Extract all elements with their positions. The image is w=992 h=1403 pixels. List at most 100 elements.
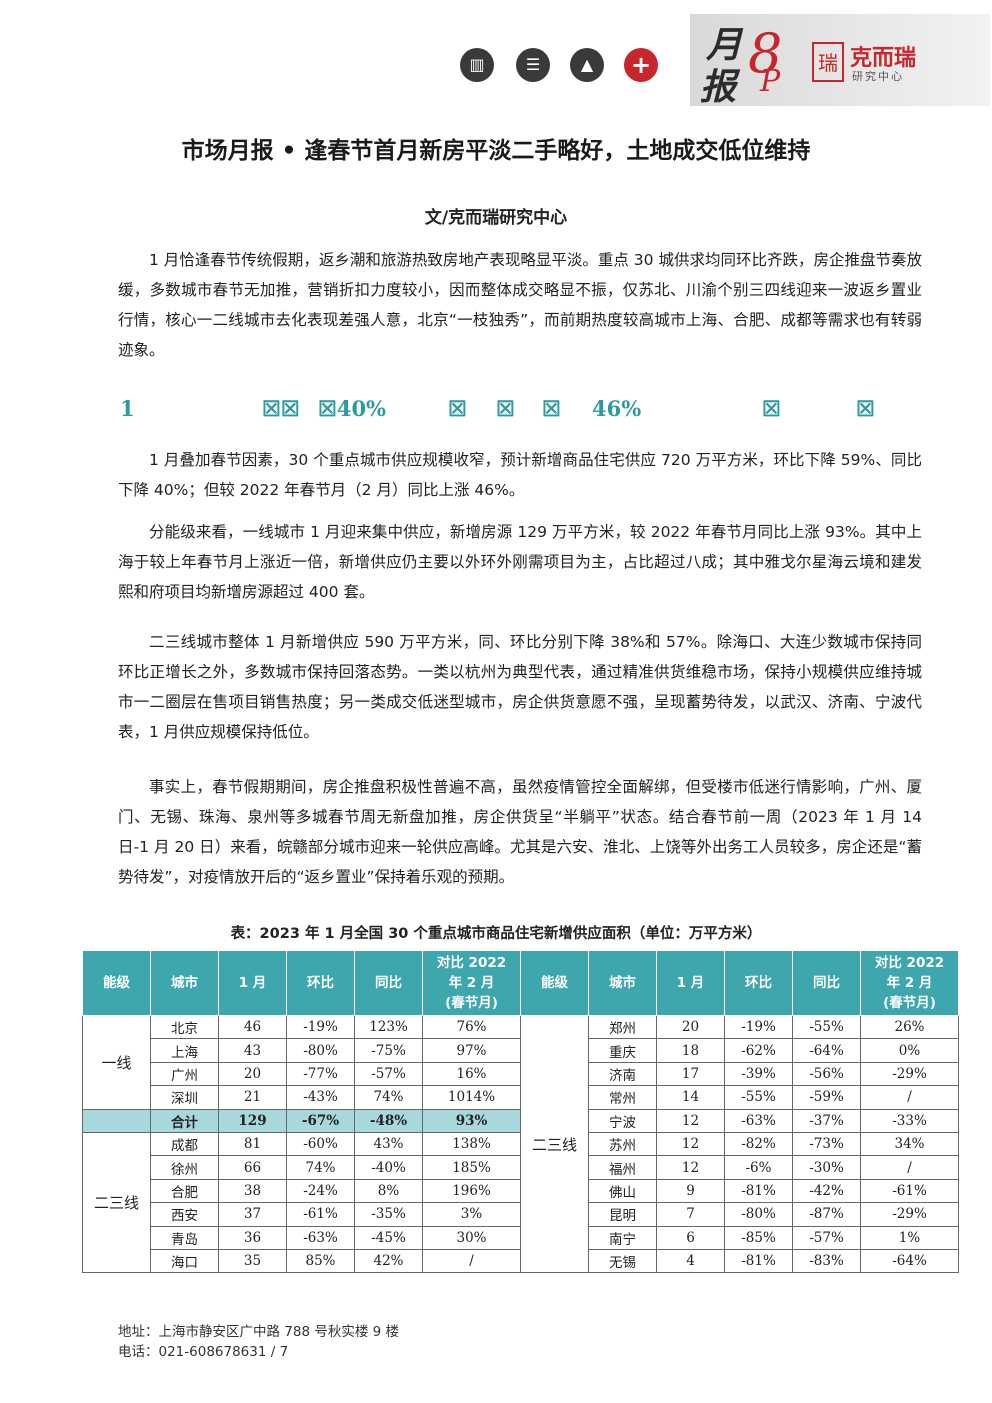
col-header-compare: 对比 2022 年 2 月 (春节月)	[422, 950, 521, 1016]
cell-city: 合肥	[150, 1178, 219, 1204]
cell-vs-2022: 138%	[422, 1131, 521, 1157]
cell-vs-2022: 0%	[860, 1038, 959, 1063]
cell-yoy: -73%	[792, 1131, 861, 1157]
cell-mom: -24%	[286, 1178, 355, 1204]
cell-vs-2022: 185%	[422, 1155, 521, 1180]
people-icon: ☰	[516, 48, 550, 82]
table-caption: 表：2023 年 1 月全国 30 个重点城市商品住宅新增供应面积（单位：万平方…	[230, 926, 762, 942]
col-header-line: 对比 2022	[436, 955, 507, 971]
cell-vs-2022: 3%	[422, 1202, 521, 1227]
cell-yoy: -30%	[792, 1155, 861, 1180]
cell-jan: 36	[218, 1225, 287, 1250]
cell-city: 无锡	[588, 1248, 657, 1274]
footer-address: 地址：上海市静安区广中路 788 号秋实楼 9 楼	[118, 1324, 400, 1340]
cell-mom: -39%	[724, 1061, 793, 1087]
cell-jan: 12	[656, 1108, 725, 1133]
cell-vs-2022: -29%	[860, 1202, 959, 1227]
cell-jan: 12	[656, 1155, 725, 1180]
col-header-line: 年 2 月	[448, 975, 495, 991]
cell-jan: 46	[218, 1014, 287, 1040]
cell-mom: -81%	[724, 1178, 793, 1204]
footer-phone-line: 电话：021-608678631 / 7	[118, 1340, 288, 1360]
page-header: ▥ ☰ ▲ + 月 报 8 P 瑞 克而瑞 研究中心	[0, 0, 992, 120]
cell-jan: 18	[656, 1038, 725, 1063]
banner-bao: 报	[700, 66, 737, 108]
col-header: 能级	[520, 950, 589, 1016]
tier-group-cell	[82, 1108, 151, 1133]
cell-yoy: -56%	[792, 1061, 861, 1087]
cell-city: 佛山	[588, 1178, 657, 1204]
cell-city: 济南	[588, 1061, 657, 1087]
paragraph-intro: 1 月恰逢春节传统假期，返乡潮和旅游热致房地产表现略显平淡。重点 30 城供求均…	[118, 251, 922, 359]
heading-fragment: ☒	[448, 396, 467, 421]
cell-city: 成都	[150, 1131, 219, 1157]
cell-mom: -82%	[724, 1131, 793, 1157]
cell-vs-2022: 93%	[422, 1108, 521, 1133]
cell-vs-2022: 97%	[422, 1038, 521, 1063]
cell-yoy: -37%	[792, 1108, 861, 1133]
cell-yoy: -45%	[354, 1225, 423, 1250]
brand-logo-icon: 瑞	[812, 42, 844, 82]
cell-yoy: 43%	[354, 1131, 423, 1157]
cell-vs-2022: 76%	[422, 1014, 521, 1040]
col-header: 城市	[150, 950, 219, 1016]
banner-yue: 月	[706, 24, 743, 66]
cell-yoy: -59%	[792, 1085, 861, 1110]
col-header-line: (春节月)	[883, 995, 936, 1011]
cell-yoy: -57%	[792, 1225, 861, 1250]
cell-city: 南宁	[588, 1225, 657, 1250]
cell-jan: 38	[218, 1178, 287, 1204]
cell-vs-2022: 1014%	[422, 1085, 521, 1110]
table-header-row: 能级 城市 1 月 环比 同比 对比 2022 年 2 月 (春节月) 能级 城…	[82, 950, 959, 1016]
cell-yoy: 8%	[354, 1178, 423, 1204]
tier-group-cell: 二三线	[82, 1131, 151, 1274]
paragraph-holiday: 事实上，春节假期期间，房企推盘积极性普遍不高，虽然疫情管控全面解绑，但受楼市低迷…	[118, 778, 922, 886]
cell-city: 郑州	[588, 1014, 657, 1040]
heading-fragment: ☒	[542, 396, 561, 421]
cell-city: 海口	[150, 1248, 219, 1274]
cell-jan: 14	[656, 1085, 725, 1110]
cell-city: 青岛	[150, 1225, 219, 1250]
col-header: 同比	[354, 950, 423, 1016]
cell-mom: -60%	[286, 1131, 355, 1157]
cell-mom: -63%	[724, 1108, 793, 1133]
cell-mom: -43%	[286, 1085, 355, 1110]
cell-city: 西安	[150, 1202, 219, 1227]
cell-jan: 66	[218, 1155, 287, 1180]
cell-vs-2022: -33%	[860, 1108, 959, 1133]
col-header: 环比	[724, 950, 793, 1016]
section-heading: 1 ☒☒ ☒40% ☒ ☒ ☒ 46% ☒ ☒	[118, 396, 922, 430]
cell-vs-2022: 1%	[860, 1225, 959, 1250]
chart-icon: ▲	[570, 48, 604, 82]
heading-fragment: ☒40%	[318, 396, 387, 421]
cell-vs-2022: 34%	[860, 1131, 959, 1157]
cell-vs-2022: 26%	[860, 1014, 959, 1040]
brand-subtitle: 研究中心	[852, 70, 904, 83]
cell-mom: -67%	[286, 1108, 355, 1133]
cell-vs-2022: /	[422, 1248, 521, 1274]
page-number: 1 / 7	[257, 1344, 289, 1360]
cell-yoy: -64%	[792, 1038, 861, 1063]
cell-yoy: 42%	[354, 1248, 423, 1274]
cell-city: 上海	[150, 1038, 219, 1063]
cell-city: 深圳	[150, 1085, 219, 1110]
cell-city: 重庆	[588, 1038, 657, 1063]
paragraph-supply: 1 月叠加春节因素，30 个重点城市供应规模收窄，预计新增商品住宅供应 720 …	[118, 451, 922, 499]
cell-yoy: -57%	[354, 1061, 423, 1087]
cell-mom: 74%	[286, 1155, 355, 1180]
col-header: 同比	[792, 950, 861, 1016]
col-header: 1 月	[218, 950, 287, 1016]
cell-city: 宁波	[588, 1108, 657, 1133]
cell-jan: 9	[656, 1178, 725, 1204]
cell-mom: -19%	[724, 1014, 793, 1040]
brand-name: 克而瑞	[850, 46, 917, 71]
cell-city: 苏州	[588, 1131, 657, 1157]
banner-number: 8	[748, 22, 783, 85]
heading-fragment: 1	[120, 396, 135, 421]
paragraph-tier23: 二三线城市整体 1 月新增供应 590 万平方米，同、环比分别下降 38%和 5…	[118, 633, 922, 741]
cell-mom: -81%	[724, 1248, 793, 1274]
